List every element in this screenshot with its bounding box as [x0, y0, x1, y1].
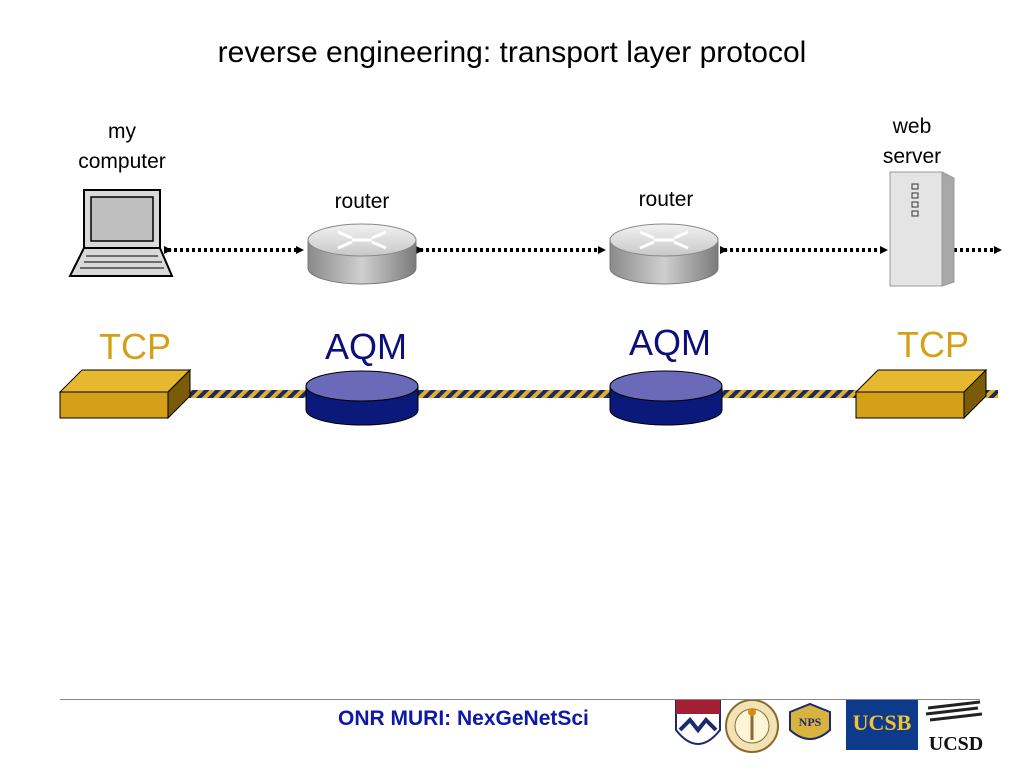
server-label: web server	[882, 115, 942, 168]
ucsb-logo: UCSB	[846, 700, 918, 750]
slide-title: reverse engineering: transport layer pro…	[217, 36, 807, 69]
laptop-icon	[68, 189, 174, 277]
computer-label: my computer	[78, 120, 166, 173]
nps-logo-text: NPS	[799, 715, 822, 729]
aqm-label-1: AQM	[324, 326, 407, 367]
caltech-seal-logo	[725, 699, 779, 753]
ucsd-logo: UCSD	[925, 700, 983, 755]
footer-text: ONR MURI: NexGeNetSci	[338, 707, 589, 730]
tcp-box-right	[854, 368, 988, 420]
penn-logo	[675, 699, 721, 745]
aqm-label-2: AQM	[628, 322, 711, 363]
tcp-label-right: TCP	[897, 324, 969, 365]
tcp-label-left: TCP	[99, 326, 171, 367]
router-icon-2	[609, 223, 719, 285]
router-icon-1	[307, 223, 417, 285]
ucsb-logo-text: UCSB	[853, 710, 912, 735]
ucsd-logo-text: UCSD	[929, 733, 983, 755]
transport-pipe	[188, 390, 998, 398]
server-icon	[889, 171, 955, 287]
router-label-2: router	[638, 188, 694, 211]
nps-logo: NPS	[789, 702, 831, 740]
footer-divider	[60, 699, 980, 700]
router-label-1: router	[334, 190, 390, 213]
aqm-disk-2	[609, 370, 723, 426]
tcp-box-left	[58, 368, 192, 420]
aqm-disk-1	[305, 370, 419, 426]
